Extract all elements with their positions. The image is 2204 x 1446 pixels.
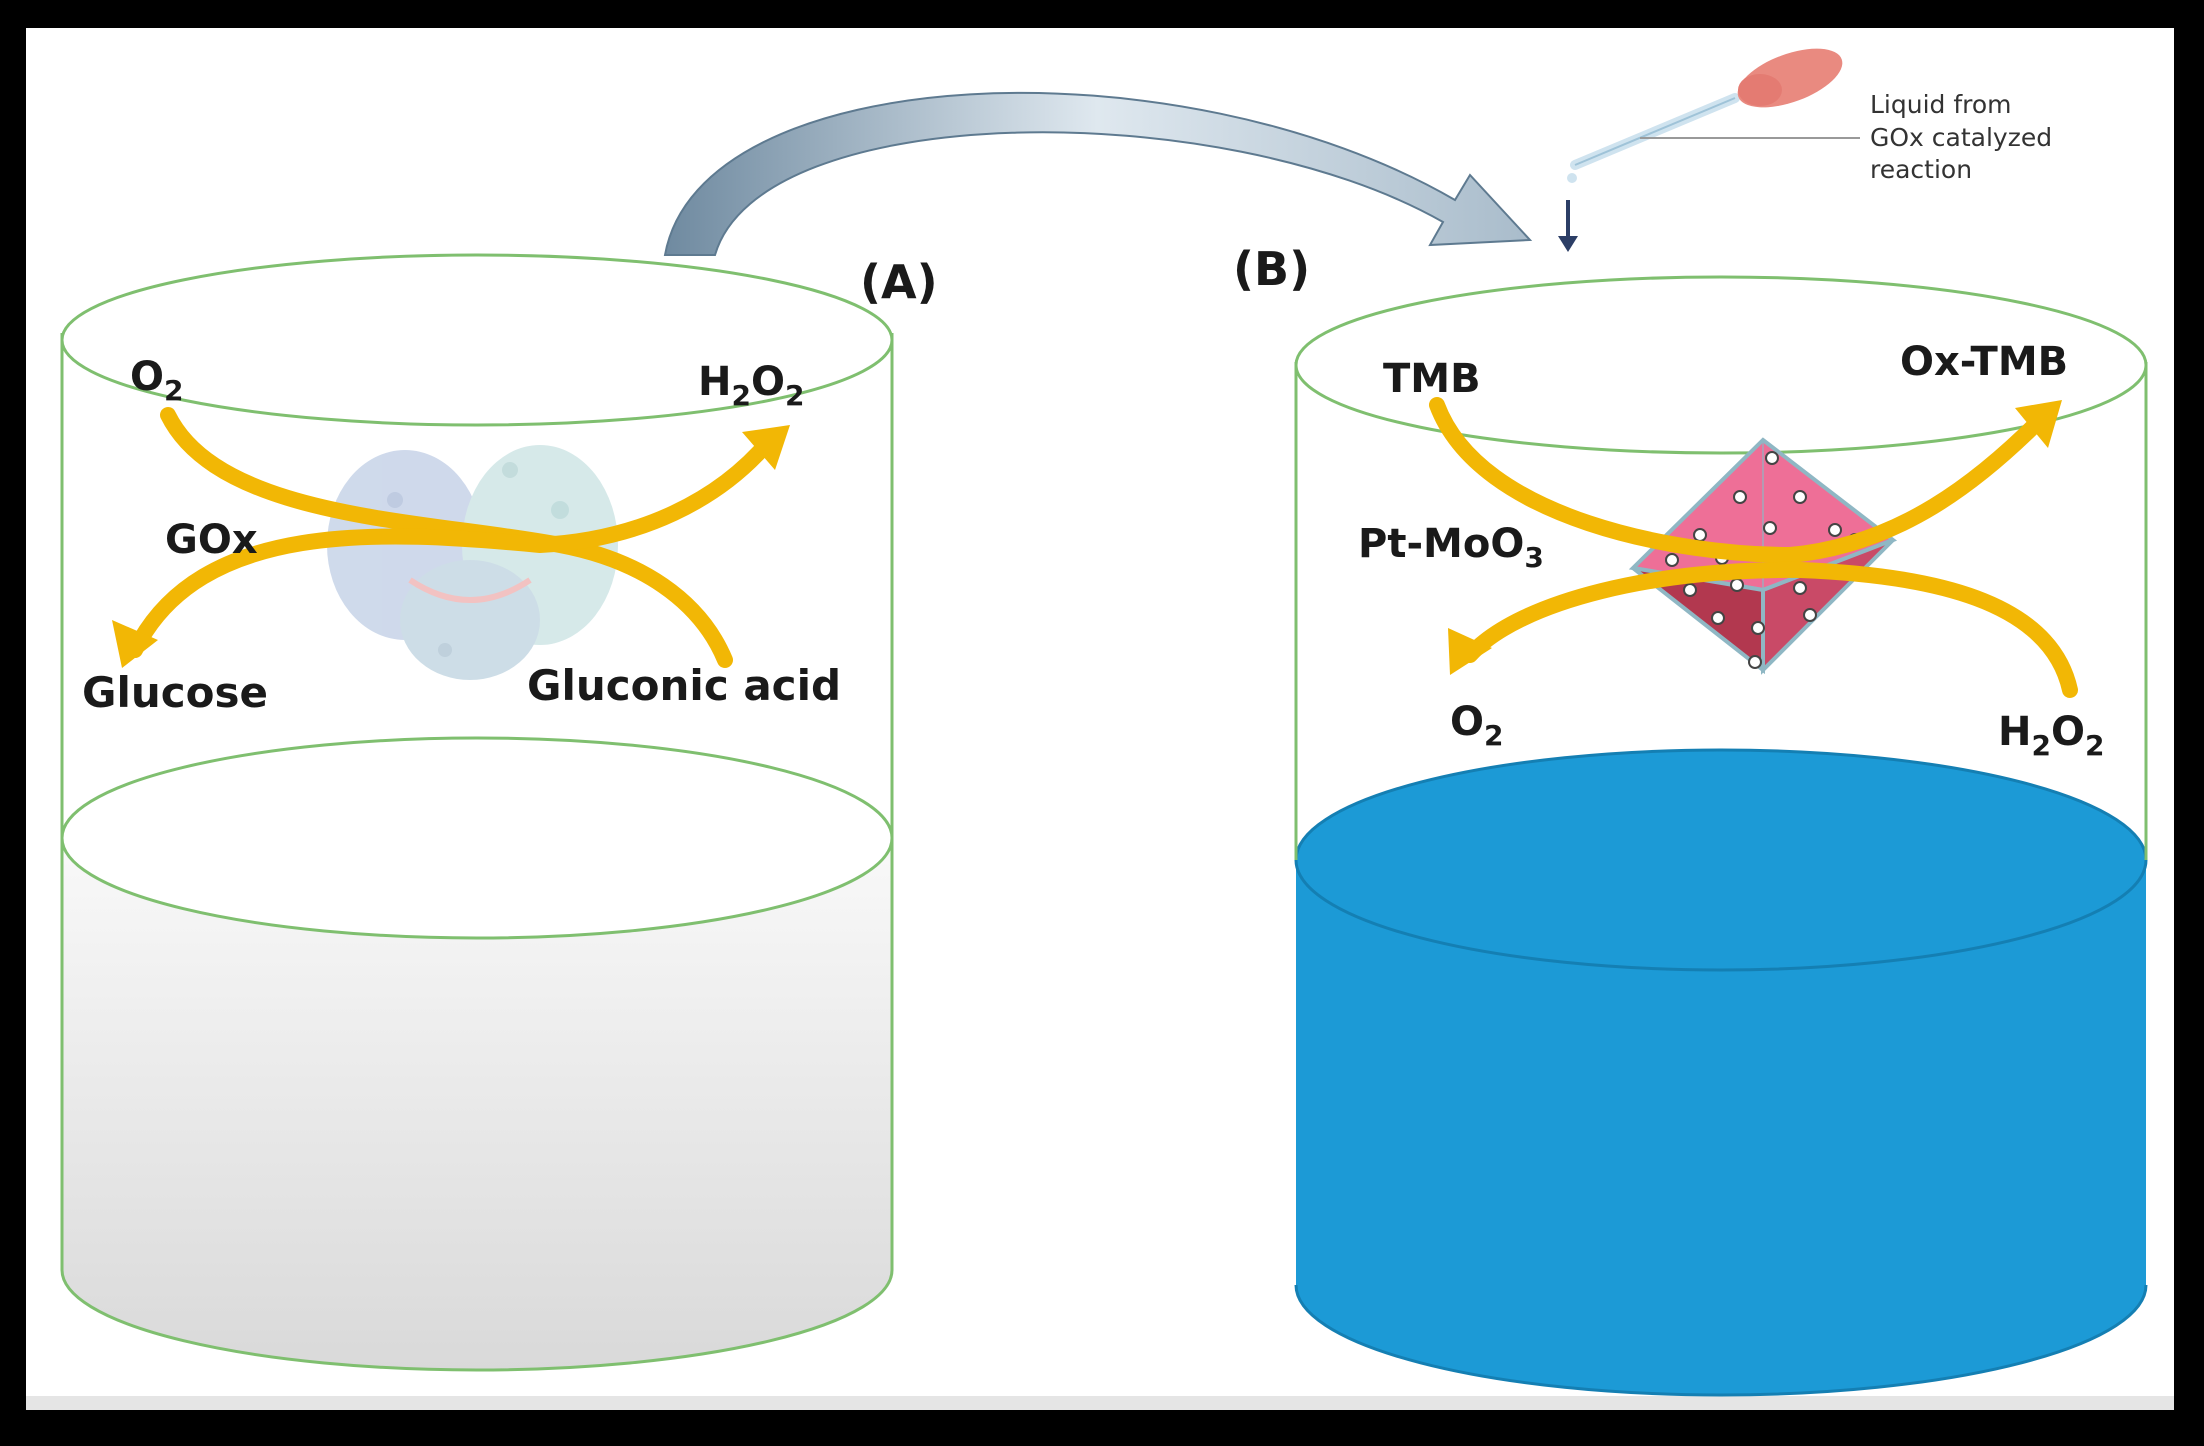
- arrowhead-o2-b: [1448, 628, 1492, 675]
- reaction-arrows-b: [1429, 397, 2078, 698]
- label-h2o2-b-o: O: [2051, 709, 2085, 755]
- arrowhead-glucose: [112, 620, 158, 668]
- transfer-note-line-3: reaction: [1870, 155, 1972, 184]
- label-h2o2-a-h: H: [698, 359, 731, 405]
- svg-text:Pt-MoO3: Pt-MoO3: [1358, 521, 1544, 574]
- label-pt-moo3-sub: 3: [1524, 541, 1543, 574]
- svg-text:H2O2: H2O2: [1998, 709, 2104, 762]
- svg-text:H2O2: H2O2: [698, 359, 804, 412]
- panel-label-a: (A): [860, 255, 938, 309]
- label-tmb: TMB: [1383, 356, 1481, 402]
- transfer-note-line-1: Liquid from: [1870, 90, 2012, 119]
- label-o2-b: O: [1450, 699, 1484, 745]
- cylinder-a-liquid-top: [60, 736, 894, 940]
- label-glucose: Glucose: [82, 668, 268, 717]
- cylinder-b: [1294, 275, 2148, 1397]
- arrow-tmb-to-ox-tmb: [1429, 397, 2048, 564]
- transfer-arrow: [663, 91, 1533, 256]
- arrowhead-h2o2-a: [742, 425, 790, 470]
- label-h2o2-b-h: H: [1998, 709, 2031, 755]
- svg-text:O2: O2: [1450, 699, 1504, 752]
- cylinder-b-top-rim: [1294, 275, 2148, 455]
- svg-text:O2: O2: [130, 354, 184, 407]
- reaction-arrows-a: [127, 407, 778, 668]
- drop-arrow: [1558, 200, 1578, 252]
- cylinder-a-top-rim: [60, 253, 894, 427]
- label-h2o2-a-sub2: 2: [785, 379, 804, 412]
- panel-bottom-shadow: [26, 1396, 2174, 1410]
- transfer-note-line-2: GOx catalyzed: [1870, 123, 2052, 152]
- label-pt-moo3: Pt-MoO: [1358, 521, 1524, 567]
- label-ox-tmb: Ox-TMB: [1900, 339, 2068, 385]
- pipette-icon: [1567, 48, 1843, 183]
- arrow-glucose-to-h2o2: [127, 432, 778, 658]
- cylinder-b-liquid-top: [1294, 748, 2148, 972]
- label-o2-b-sub: 2: [1484, 719, 1503, 752]
- cylinder-a: [60, 253, 894, 1372]
- svg-text:Liquid from GOx catalyzed: Liquid from GOx catalyzed reaction: [1870, 90, 2060, 184]
- label-h2o2-a-o: O: [751, 359, 785, 405]
- arrow-h2o2-to-o2: [1462, 561, 2078, 698]
- label-gox: GOx: [165, 517, 258, 563]
- label-o2-a-sub: 2: [164, 374, 183, 407]
- label-h2o2-b-sub1: 2: [2031, 729, 2050, 762]
- label-gluconic-acid: Gluconic acid: [527, 661, 841, 710]
- arrowhead-ox-tmb: [2015, 400, 2062, 448]
- cylinder-a-bottom-rim: [60, 1269, 894, 1372]
- label-h2o2-a-sub1: 2: [731, 379, 750, 412]
- cylinder-b-bottom-rim: [1294, 1284, 2148, 1397]
- label-o2-a: O: [130, 354, 164, 400]
- label-h2o2-b-sub2: 2: [2085, 729, 2104, 762]
- panel-label-b: (B): [1233, 242, 1310, 296]
